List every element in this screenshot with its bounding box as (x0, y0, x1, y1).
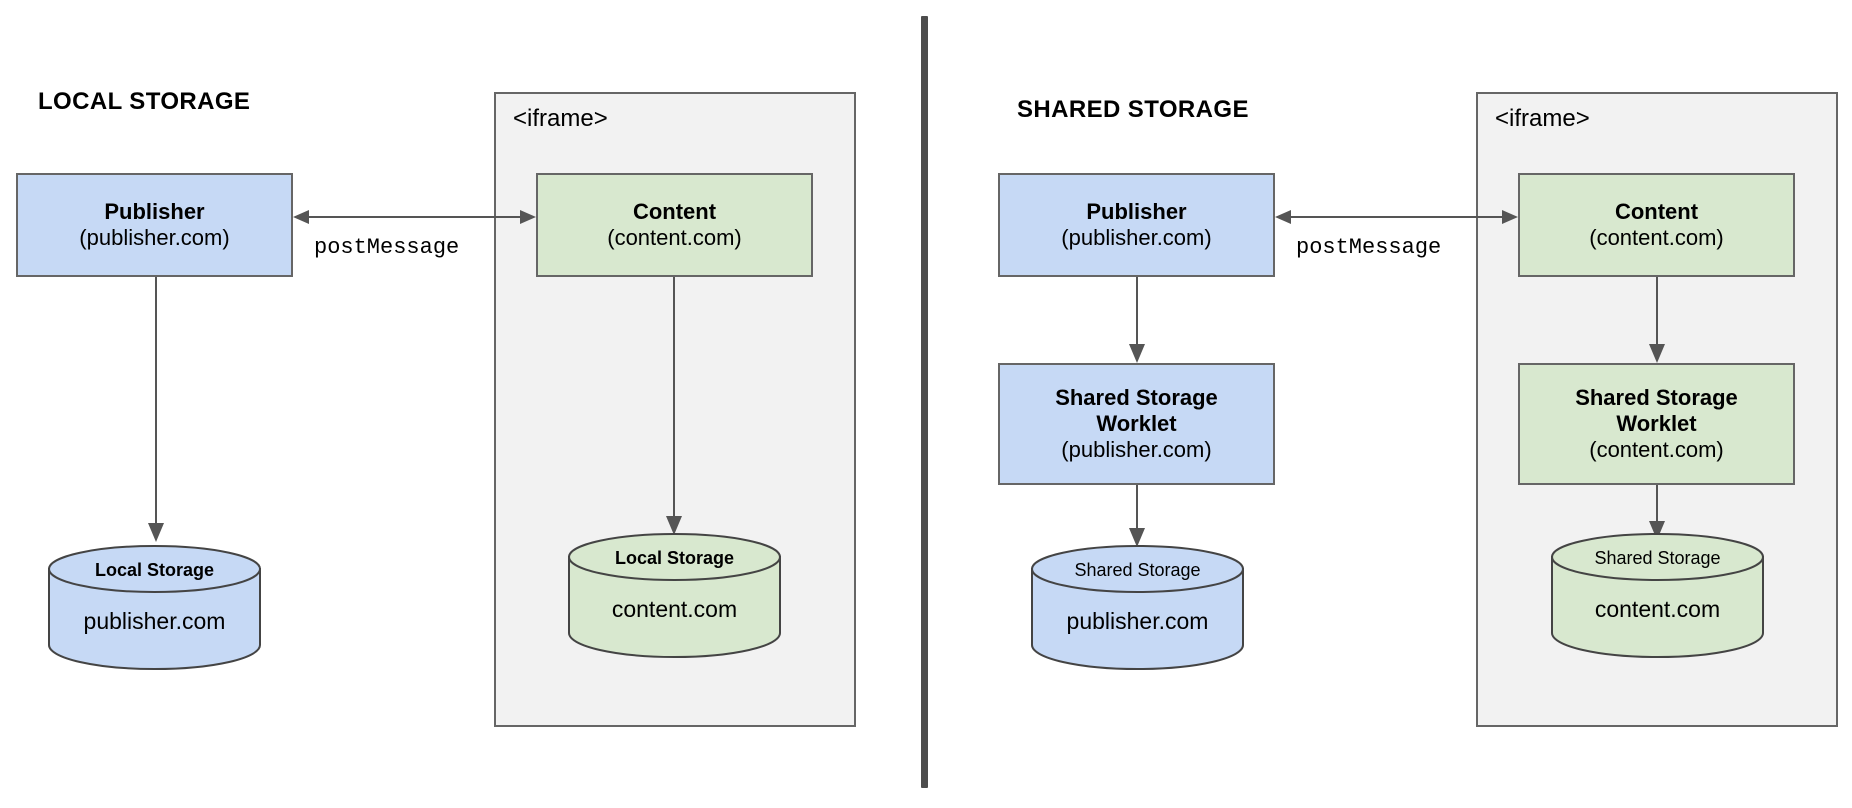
left-publisher-subtitle: (publisher.com) (79, 225, 230, 250)
right-publisher-title: Publisher (1086, 199, 1187, 225)
right-iframe-label: <iframe> (1495, 105, 1590, 132)
left-publisher-storage-body-label: publisher.com (83, 608, 226, 634)
right-content-subtitle: (content.com) (1589, 225, 1724, 250)
right-content-box[interactable]: Content (content.com) (1518, 173, 1795, 277)
left-publisher-title: Publisher (104, 199, 205, 225)
cylinder-shape (1031, 545, 1244, 670)
left-content-box[interactable]: Content (content.com) (536, 173, 813, 277)
right-postmessage-connector (1275, 210, 1518, 224)
right-content-store-arrow (1649, 485, 1665, 540)
left-publisher-storage-top-label: Local Storage (94, 560, 215, 580)
left-postmessage-connector (293, 210, 536, 224)
left-publisher-storage-cylinder[interactable]: Local Storage publisher.com (47, 545, 262, 670)
left-content-subtitle: (content.com) (607, 225, 742, 250)
cylinder-shape (568, 533, 781, 658)
right-content-worklet-subtitle: (content.com) (1589, 436, 1724, 462)
left-publisher-box[interactable]: Publisher (publisher.com) (16, 173, 293, 277)
right-publisher-storage-top-label: Shared Storage (1074, 560, 1201, 580)
right-publisher-box[interactable]: Publisher (publisher.com) (998, 173, 1275, 277)
right-content-storage-body-label: content.com (1594, 596, 1721, 622)
left-content-store-arrow (666, 277, 682, 535)
left-section-title: LOCAL STORAGE (38, 88, 251, 115)
right-section-title: SHARED STORAGE (1017, 96, 1249, 123)
cylinder-shape (48, 545, 261, 670)
right-publisher-worklet-arrow (1129, 277, 1145, 363)
right-publisher-worklet-title: Shared Storage Worklet (1055, 385, 1218, 437)
left-content-storage-top-label: Local Storage (614, 548, 735, 568)
right-publisher-subtitle: (publisher.com) (1061, 225, 1212, 250)
right-content-worklet-title: Shared Storage Worklet (1575, 385, 1738, 437)
left-publisher-store-arrow (148, 277, 164, 542)
right-content-title: Content (1614, 199, 1699, 225)
left-iframe-label: <iframe> (513, 105, 608, 132)
right-content-storage-cylinder[interactable]: Shared Storage content.com (1550, 533, 1765, 658)
left-content-storage-cylinder[interactable]: Local Storage content.com (567, 533, 782, 658)
left-content-storage-body-label: content.com (611, 596, 738, 622)
center-divider (921, 16, 928, 788)
left-postmessage-label: postMessage (314, 235, 460, 260)
right-content-storage-top-label: Shared Storage (1594, 548, 1721, 568)
right-postmessage-label: postMessage (1296, 235, 1442, 260)
right-publisher-storage-cylinder[interactable]: Shared Storage publisher.com (1030, 545, 1245, 670)
right-content-worklet-arrow (1649, 277, 1665, 363)
left-content-title: Content (632, 199, 717, 225)
cylinder-shape (1551, 533, 1764, 658)
right-content-worklet-box[interactable]: Shared Storage Worklet (content.com) (1518, 363, 1795, 485)
right-publisher-worklet-box[interactable]: Shared Storage Worklet (publisher.com) (998, 363, 1275, 485)
right-publisher-worklet-subtitle: (publisher.com) (1061, 436, 1212, 462)
right-publisher-store-arrow (1129, 485, 1145, 547)
right-publisher-storage-body-label: publisher.com (1066, 608, 1209, 634)
